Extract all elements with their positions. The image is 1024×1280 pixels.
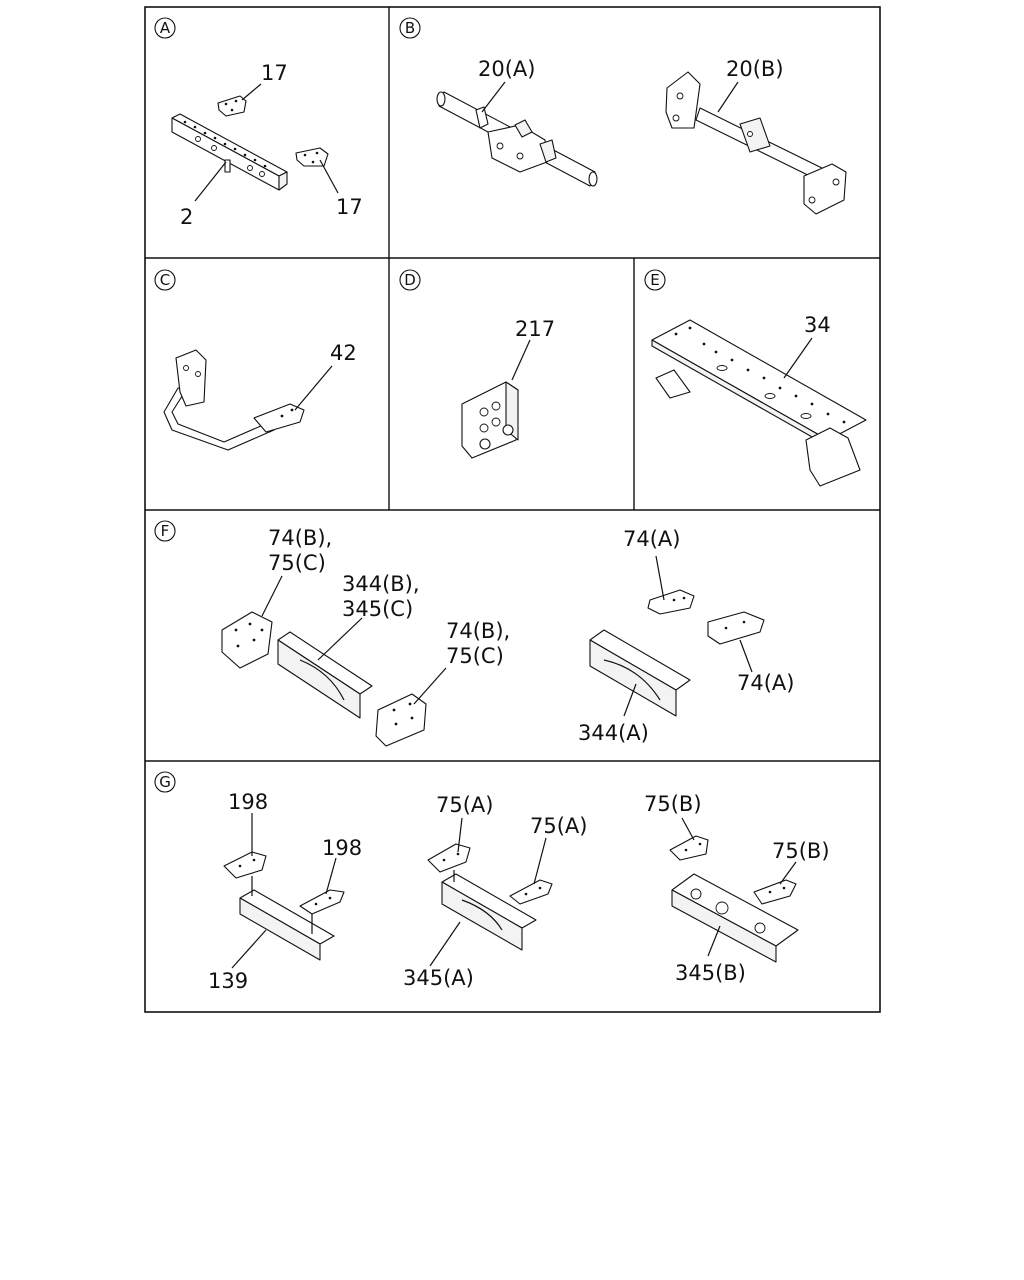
- svg-text:D: D: [404, 271, 416, 289]
- panel-letter-g: G: [154, 771, 176, 793]
- label-198-right: 198: [322, 836, 362, 860]
- panel-grid: [144, 6, 881, 1013]
- label-75b-right: 75(B): [772, 839, 830, 863]
- label-74b-left: 74(B),: [268, 526, 332, 550]
- label-75c-left: 75(C): [268, 551, 326, 575]
- label-139: 139: [208, 969, 248, 993]
- label-344a: 344(A): [578, 721, 649, 745]
- label-2: 2: [180, 205, 193, 229]
- label-75c-right: 75(C): [446, 644, 504, 668]
- svg-text:G: G: [159, 773, 171, 791]
- label-34: 34: [804, 313, 831, 337]
- label-20b: 20(B): [726, 57, 784, 81]
- label-17-top: 17: [261, 61, 288, 85]
- svg-text:C: C: [160, 271, 170, 289]
- label-345c: 345(C): [342, 597, 413, 621]
- svg-text:E: E: [650, 271, 659, 289]
- label-75b-left: 75(B): [644, 792, 702, 816]
- panel-letter-b: B: [399, 17, 421, 39]
- panel-letter-a: A: [154, 17, 176, 39]
- label-198-left: 198: [228, 790, 268, 814]
- label-217: 217: [515, 317, 555, 341]
- label-42: 42: [330, 341, 357, 365]
- label-75a-left: 75(A): [436, 793, 493, 817]
- panel-g-drawing: [223, 813, 799, 969]
- panel-letter-d: D: [399, 269, 421, 291]
- panel-d-drawing: [461, 339, 531, 459]
- label-17-bottom: 17: [336, 195, 363, 219]
- label-345a: 345(A): [403, 966, 474, 990]
- panel-e-drawing: [651, 319, 867, 487]
- label-74b-right: 74(B),: [446, 619, 510, 643]
- label-75a-right: 75(A): [530, 814, 587, 838]
- label-345b: 345(B): [675, 961, 746, 985]
- svg-text:F: F: [161, 522, 170, 540]
- panel-letter-e: E: [644, 269, 666, 291]
- label-344b: 344(B),: [342, 572, 420, 596]
- panel-c-drawing: [163, 349, 333, 451]
- label-20a: 20(A): [478, 57, 535, 81]
- panel-b-drawing: [436, 71, 847, 215]
- label-74a-bottom: 74(A): [737, 671, 794, 695]
- svg-text:B: B: [405, 19, 415, 37]
- panel-f-drawing: [221, 555, 765, 747]
- panel-a-drawing: [171, 83, 339, 202]
- label-74a-top: 74(A): [623, 527, 680, 551]
- svg-text:A: A: [160, 19, 171, 37]
- panel-letter-c: C: [154, 269, 176, 291]
- panel-letter-f: F: [154, 520, 176, 542]
